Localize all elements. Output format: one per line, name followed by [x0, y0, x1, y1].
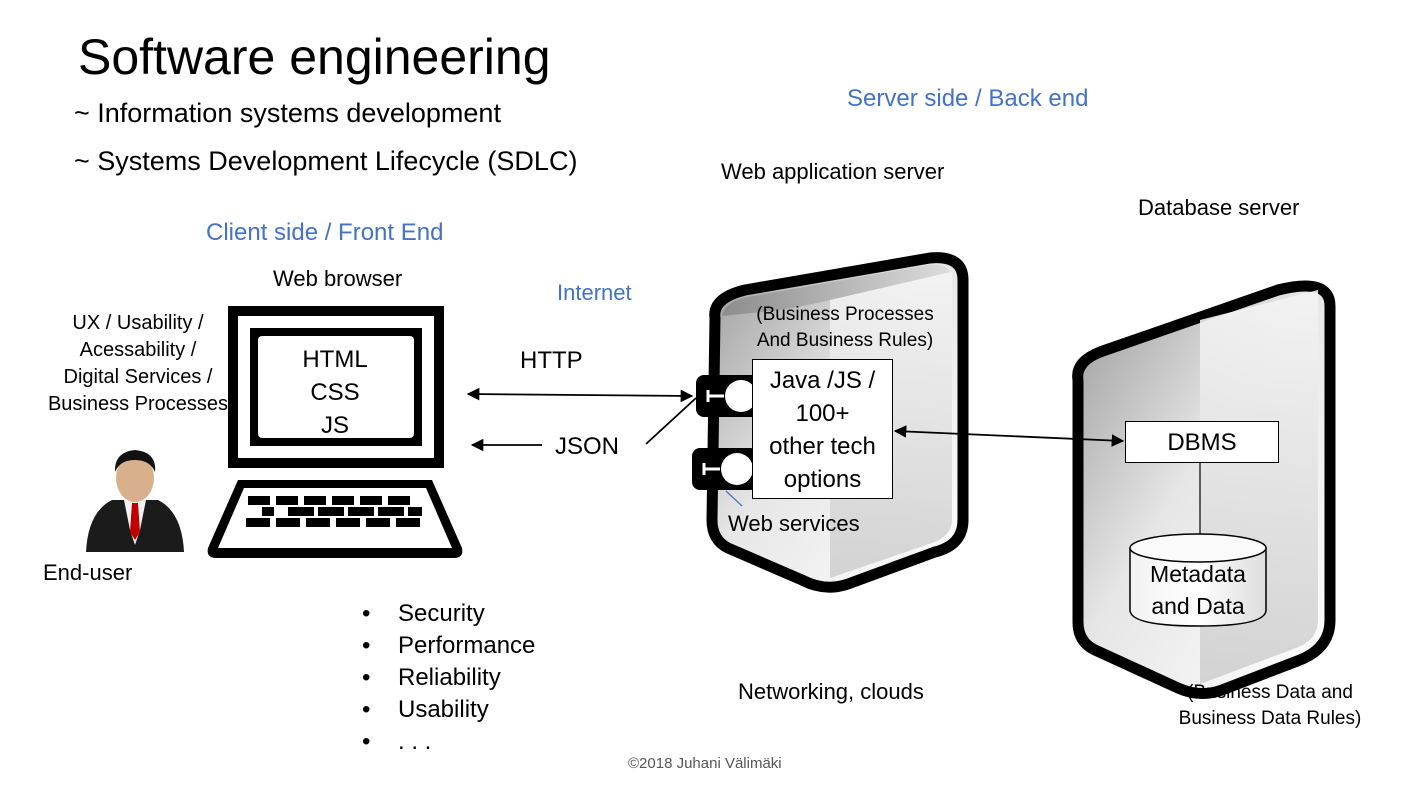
subtitle-2: ~ Systems Development Lifecycle (SDLC) — [74, 146, 578, 176]
screen-line-js: JS — [320, 412, 349, 439]
networking-label: Networking, clouds — [738, 679, 924, 704]
web-browser-label: Web browser — [273, 266, 403, 291]
bp-line: And Business Rules) — [756, 330, 934, 351]
database-text: Metadata and Data — [1127, 558, 1269, 622]
left-note: Business Processes — [47, 393, 229, 415]
client-side-label: Client side / Front End — [206, 219, 444, 246]
bd-line: Business Data Rules) — [1178, 708, 1362, 729]
json-connector — [645, 397, 697, 445]
tech-line: options — [783, 466, 862, 493]
bd-line: (Business Data and — [1187, 682, 1353, 703]
copyright: ©2018 Juhani Välimäki — [628, 755, 782, 772]
bullet-item: Security — [362, 598, 535, 630]
screen-text: HTML CSS JS — [258, 343, 412, 442]
left-note: Digital Services / — [63, 366, 213, 388]
end-user-label: End-user — [43, 560, 133, 585]
database-server-icon — [1072, 280, 1336, 699]
database-server-label: Database server — [1138, 195, 1300, 220]
bullet-item: Usability — [362, 694, 535, 726]
left-note: UX / Usability / — [72, 312, 204, 334]
db-line: and Data — [1151, 593, 1245, 619]
bullet-item: . . . — [362, 726, 535, 758]
business-processes-note: (Business Processes And Business Rules) — [740, 302, 950, 354]
http-label: HTTP — [520, 347, 583, 374]
bullet-item: Performance — [362, 630, 535, 662]
bp-line: (Business Processes — [756, 304, 934, 325]
web-services-label: Web services — [728, 511, 860, 536]
web-service-port-icon — [692, 375, 762, 490]
tech-line: other tech — [769, 433, 876, 460]
left-notes: UX / Usability / Acessability / Digital … — [30, 310, 246, 418]
database-icon — [1129, 533, 1267, 627]
web-app-server-label: Web application server — [721, 159, 945, 184]
dbms-box: DBMS — [1125, 421, 1279, 463]
quality-bullets: Security Performance Reliability Usabili… — [362, 598, 535, 758]
http-arrow — [466, 387, 694, 403]
end-user-icon — [86, 450, 184, 552]
tech-line: Java /JS / — [769, 367, 876, 394]
page-title: Software engineering — [78, 29, 551, 85]
screen-line-html: HTML — [302, 346, 368, 373]
json-label: JSON — [555, 433, 620, 460]
bullet-item: Reliability — [362, 662, 535, 694]
internet-label: Internet — [557, 280, 632, 305]
computer-icon — [207, 306, 463, 558]
web-services-pointer — [725, 490, 743, 507]
subtitle-1: ~ Information systems development — [74, 98, 501, 128]
screen-line-css: CSS — [310, 379, 360, 406]
tech-options-box: Java /JS / 100+ other tech options — [752, 359, 893, 499]
business-data-note: (Business Data and Business Data Rules) — [1160, 680, 1380, 732]
left-note: Acessability / — [79, 339, 197, 361]
server-side-label: Server side / Back end — [847, 85, 1089, 112]
db-line: Metadata — [1150, 561, 1246, 587]
db-arrow — [893, 425, 1125, 447]
tech-line: 100+ — [795, 400, 850, 427]
